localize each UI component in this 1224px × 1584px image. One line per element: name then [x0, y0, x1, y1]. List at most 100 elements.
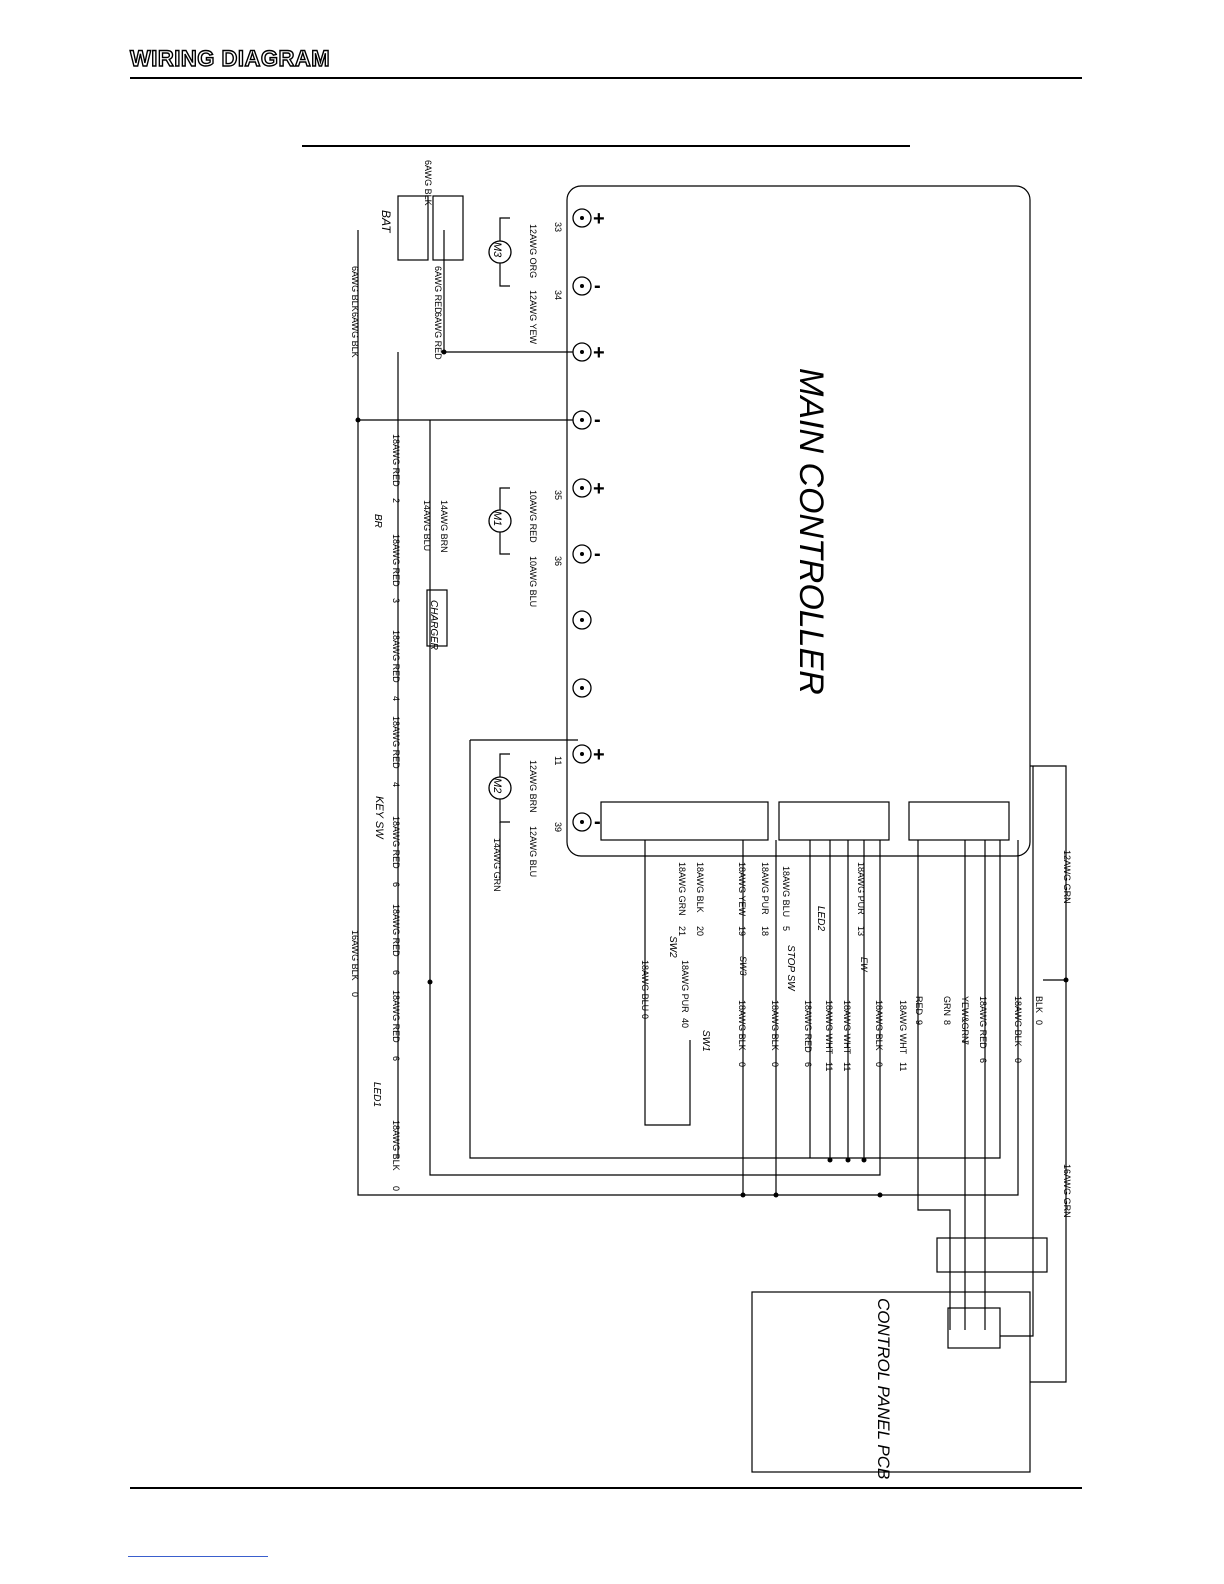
wire-blu5-num: 5: [781, 926, 791, 931]
wire-bat-red-1: 6AWG RED: [433, 266, 443, 314]
wire-red3: 18AWG RED: [391, 534, 401, 587]
wire-blk16-num: 0: [350, 992, 360, 997]
led2-label: LED2: [815, 906, 826, 931]
wire-yewgrn7-num: 7: [960, 1040, 970, 1045]
wire-blk20-num: 20: [695, 926, 705, 936]
term-sym-7: +: [593, 744, 605, 766]
connector-j1: [600, 801, 769, 841]
footer-rule: [130, 1487, 1082, 1489]
stop-sw-label: STOP SW: [785, 945, 796, 992]
motor-m2-label: M2: [491, 778, 503, 793]
wire-blk-led-num: 0: [391, 1186, 401, 1191]
diagram-top-rule: [302, 145, 910, 147]
wire-wht11c: 18AWG WHT: [898, 1000, 908, 1055]
term-sym-3: +: [593, 342, 605, 364]
wire-blk0d: 18AWG BLK: [1013, 996, 1023, 1047]
control-panel-label: CONTROL PANEL PCB: [874, 1298, 893, 1479]
wire-blk0b-num: 0: [770, 1062, 780, 1067]
wire-blk-led: 18AWG BLK: [391, 1120, 401, 1171]
wire-blk16: 16AWG BLK: [350, 930, 360, 981]
term-sym-6: -: [594, 543, 601, 565]
wire-blk0c-num: 0: [874, 1062, 884, 1067]
wire-pur40-num: 40: [680, 1018, 690, 1028]
wire-red2-num: 2: [391, 498, 401, 503]
wire-wht11b-num: 11: [842, 1062, 852, 1071]
term-sym-2: -: [594, 275, 601, 297]
connector-pcb: [947, 1307, 1001, 1349]
wire-bat-blk-2: 6AWG BLK: [350, 312, 360, 358]
battery-cell-1: [397, 195, 429, 261]
wire-yew19: 18AWG YEW: [737, 862, 747, 917]
wire-pur13: 18AWG PUR: [856, 862, 866, 915]
wire-blu5: 18AWG BLU: [781, 866, 791, 917]
wire-m3-org: 12AWG ORG: [528, 224, 538, 278]
wire-m3-yew: 12AWG YEW: [528, 290, 538, 345]
wire-wht11c-num: 11: [898, 1062, 908, 1071]
wire-blk0e-num: 0: [1034, 1020, 1044, 1025]
pin-11: 11: [553, 756, 563, 765]
pin-35: 35: [553, 490, 563, 500]
wire-blk20: 18AWG BLK: [695, 862, 705, 913]
wire-red6a-num: 6: [391, 882, 401, 887]
connector-j2: [778, 801, 890, 841]
wire-red9: RED: [914, 996, 924, 1016]
pin-39: 39: [553, 822, 563, 832]
term-sym-4: -: [594, 409, 601, 431]
wire-red6e: 18AWG RED: [803, 1000, 813, 1053]
wire-m2-grn: 14AWG GRN: [492, 838, 502, 892]
br-label: BR: [372, 514, 383, 528]
wire-blu0-num: 0: [640, 1014, 650, 1019]
pin-34: 34: [553, 290, 563, 300]
motor-m1: [488, 509, 512, 533]
wire-red4b-num: 4: [391, 782, 401, 787]
wire-bat-top: 6AWG BLK: [423, 160, 433, 206]
term-sym-1: +: [593, 208, 605, 230]
battery-label: BAT: [379, 210, 393, 234]
wire-m1-blu: 10AWG BLU: [528, 556, 538, 607]
wire-grn8-num: 8: [942, 1020, 952, 1025]
wire-red4: 18AWG RED: [391, 716, 401, 769]
led1-label: LED1: [371, 1082, 382, 1107]
wire-red6c-num: 6: [391, 1056, 401, 1061]
wire-red6f-num: 6: [978, 1058, 988, 1063]
wire-blk0d-num: 0: [1013, 1058, 1023, 1063]
sw1-label: SW1: [700, 1030, 711, 1052]
wire-blk0e: BLK: [1034, 996, 1044, 1013]
wire-blk0a: 18AWG BLK: [737, 1000, 747, 1051]
term-sym-5: +: [593, 478, 605, 500]
wire-grn8: GRN: [942, 996, 952, 1016]
wire-red6b-num: 6: [391, 970, 401, 975]
wire-grn16: 16AWG GRN: [1062, 1164, 1072, 1218]
wire-yew19-num: 19: [737, 926, 747, 936]
wire-blu14: 14AWG BLU: [422, 500, 432, 551]
wire-pur18: 18AWG PUR: [760, 862, 770, 915]
wire-pur13-num: 13: [856, 926, 866, 936]
wire-pur18-num: 18: [760, 926, 770, 936]
wire-red-c: 18AWG RED: [391, 630, 401, 683]
wire-grn21: 18AWG GRN: [677, 862, 687, 916]
motor-m1-label: M1: [491, 511, 503, 526]
wire-red9-num: 9: [914, 1020, 924, 1025]
wire-m2-brn: 12AWG BRN: [528, 760, 538, 813]
wire-brn14: 14AWG BRN: [439, 500, 449, 553]
motor-m2: [488, 776, 512, 800]
footer-link-underline: [128, 1556, 268, 1557]
wire-red3-num: 3: [391, 598, 401, 603]
wire-red6e-num: 6: [803, 1062, 813, 1067]
wire-wht11a: 18AWG WHT: [824, 1000, 834, 1055]
page-title: WIRING DIAGRAM: [129, 45, 331, 71]
wire-red4-num: 4: [391, 696, 401, 701]
junction-box: [936, 1237, 1048, 1273]
wire-red6f: 18AWG RED: [978, 996, 988, 1049]
wire-grn21-num: 21: [677, 926, 687, 936]
wire-bat-red-2: 6AWG RED: [433, 312, 443, 360]
main-controller-box: [566, 185, 1031, 857]
ew-label: EW: [859, 957, 869, 973]
wire-red6c: 18AWG RED: [391, 990, 401, 1043]
header-rule: [130, 77, 1082, 79]
main-controller-label: MAIN CONTROLLER: [792, 368, 830, 695]
wire-pur40: 18AWG PUR: [680, 960, 690, 1013]
pin-36: 36: [553, 556, 563, 566]
term-sym-8: -: [594, 811, 601, 833]
